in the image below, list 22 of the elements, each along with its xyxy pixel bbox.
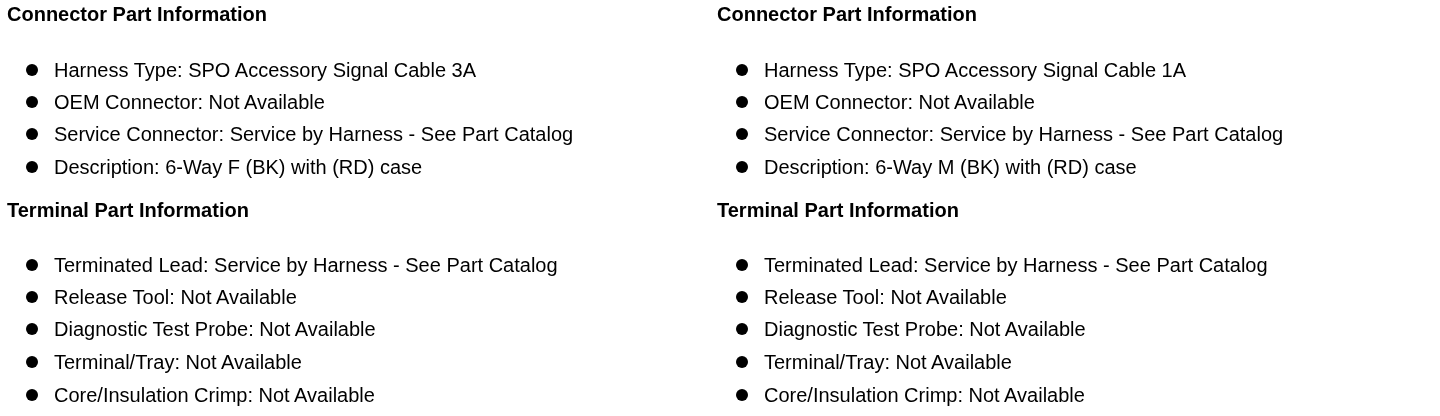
list-item-text: OEM Connector: Not Available (764, 90, 1035, 114)
list-item-text: Terminal/Tray: Not Available (54, 350, 302, 374)
list-item-text: Diagnostic Test Probe: Not Available (54, 317, 376, 341)
list-item-text: Description: 6-Way F (BK) with (RD) case (54, 155, 423, 179)
section-heading: Connector Part Information (717, 2, 977, 26)
section-heading: Terminal Part Information (7, 198, 249, 222)
list-item-text: Service Connector: Service by Harness - See Part Catalog (54, 122, 574, 146)
list-item-text: Description: 6-Way M (BK) with (RD) case (764, 155, 1137, 179)
list-item-text: Release Tool: Not Available (764, 285, 1007, 309)
list-item-text: Terminated Lead: Service by Harness - See Part Catalog (764, 253, 1268, 277)
list-item-text: Harness Type: SPO Accessory Signal Cable 1A (764, 58, 1187, 82)
list-item-text: Terminal/Tray: Not Available (764, 350, 1012, 374)
list-item-text: Terminated Lead: Service by Harness - See Part Catalog (54, 253, 558, 277)
section-heading: Connector Part Information (7, 2, 267, 26)
list-item-text: Diagnostic Test Probe: Not Available (764, 317, 1086, 341)
list-item-text: Harness Type: SPO Accessory Signal Cable 3A (54, 58, 477, 82)
list-item-text: OEM Connector: Not Available (54, 90, 325, 114)
list-item-text: Release Tool: Not Available (54, 285, 297, 309)
section-heading: Terminal Part Information (717, 198, 959, 222)
list-item-text: Service Connector: Service by Harness - See Part Catalog (764, 122, 1284, 146)
list-item-text: Core/Insulation Crimp: Not Available (54, 383, 375, 407)
list-item-text: Core/Insulation Crimp: Not Available (764, 383, 1085, 407)
